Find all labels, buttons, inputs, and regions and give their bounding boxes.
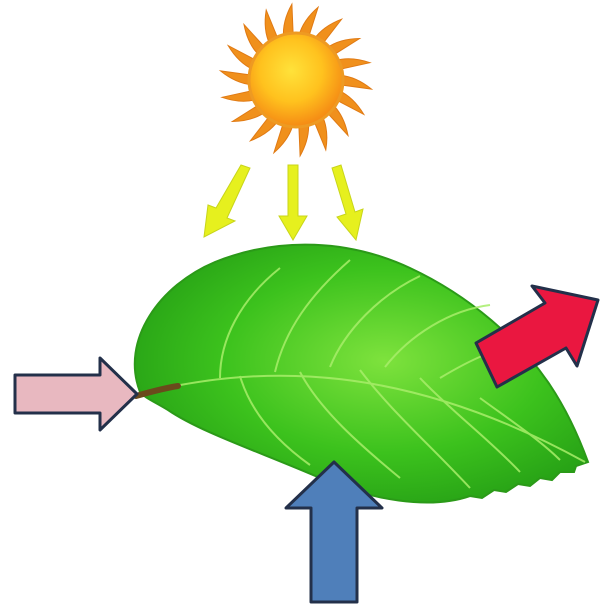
sun-flare [221, 71, 253, 85]
sunlight-ray-middle [279, 165, 307, 240]
sunlight-ray-left [204, 165, 250, 237]
sun-flare [340, 75, 372, 89]
sunlight-ray-right [332, 165, 363, 240]
arrow-in-left [15, 358, 137, 430]
sun-disc [249, 33, 343, 127]
sun-icon [221, 4, 372, 156]
sunlight-rays [204, 165, 363, 240]
